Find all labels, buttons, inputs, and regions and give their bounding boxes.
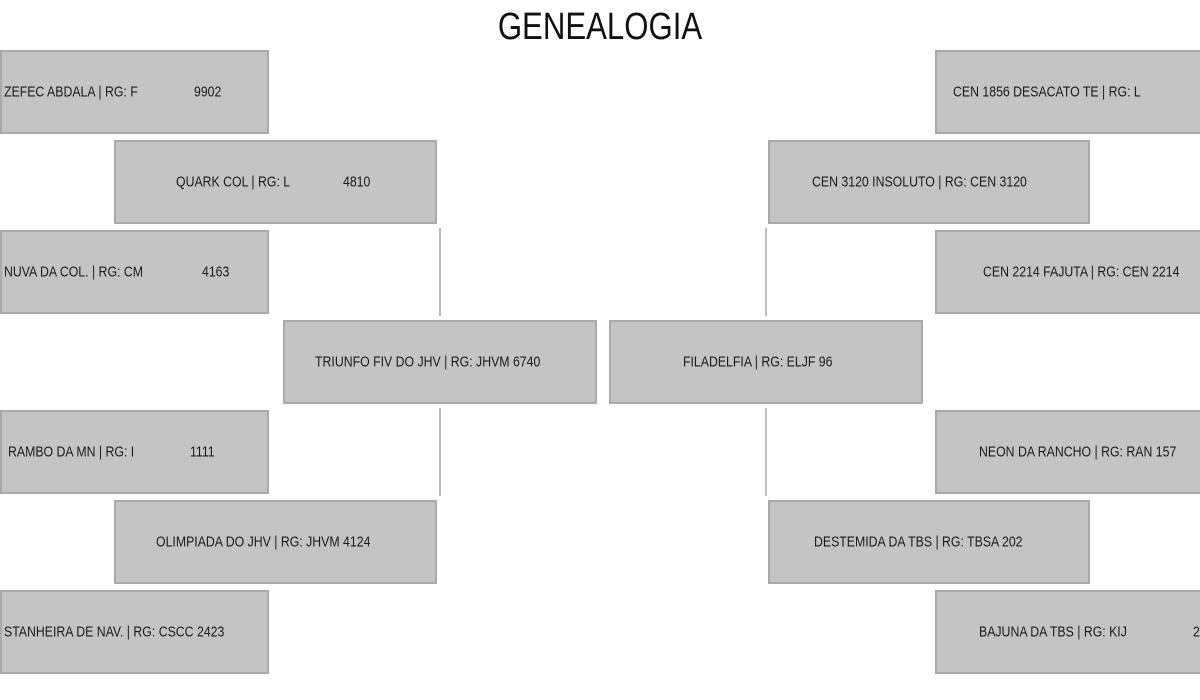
pedigree-box-maternal-grandsire-sire[interactable]: CEN 1856 DESACATO TE | RG: L — [935, 50, 1200, 134]
animal-name: NEON DA RANCHO | RG: RAN 157 — [979, 443, 1177, 461]
registration-number: 4810 — [343, 173, 371, 191]
pedigree-box-maternal-granddam[interactable]: DESTEMIDA DA TBS | RG: TBSA 202 — [768, 500, 1090, 584]
pedigree-box-maternal-grandsire-dam[interactable]: CEN 2214 FAJUTA | RG: CEN 2214 — [935, 230, 1200, 314]
connector-line — [765, 408, 767, 496]
animal-name: OLIMPIADA DO JHV | RG: JHVM 4124 — [156, 533, 371, 551]
pedigree-box-paternal-granddam-dam[interactable]: STANHEIRA DE NAV. | RG: CSCC 2423 — [0, 590, 269, 674]
animal-name: CEN 3120 INSOLUTO | RG: CEN 3120 — [812, 173, 1027, 191]
animal-name: QUARK COL | RG: L — [176, 173, 291, 191]
animal-name: CEN 1856 DESACATO TE | RG: L — [953, 83, 1141, 101]
animal-name: CEN 2214 FAJUTA | RG: CEN 2214 — [983, 263, 1180, 281]
animal-name: FILADELFIA | RG: ELJF 96 — [683, 353, 833, 371]
registration-number: 1111 — [190, 443, 215, 461]
pedigree-box-paternal-granddam[interactable]: OLIMPIADA DO JHV | RG: JHVM 4124 — [114, 500, 437, 584]
animal-name: ZEFEC ABDALA | RG: F — [4, 83, 138, 101]
registration-number: 2 — [1193, 623, 1200, 641]
animal-name: BAJUNA DA TBS | RG: KIJ — [979, 623, 1127, 641]
animal-name: RAMBO DA MN | RG: I — [8, 443, 135, 461]
animal-name: STANHEIRA DE NAV. | RG: CSCC 2423 — [4, 623, 225, 641]
animal-name: TRIUNFO FIV DO JHV | RG: JHVM 6740 — [315, 353, 541, 371]
pedigree-box-maternal-granddam-sire[interactable]: NEON DA RANCHO | RG: RAN 157 — [935, 410, 1200, 494]
animal-name: DESTEMIDA DA TBS | RG: TBSA 202 — [814, 533, 1023, 551]
connector-line — [765, 228, 767, 316]
pedigree-box-sire[interactable]: TRIUNFO FIV DO JHV | RG: JHVM 6740 — [283, 320, 597, 404]
connector-line — [439, 408, 441, 496]
registration-number: 4163 — [202, 263, 230, 281]
pedigree-box-paternal-grandsire-dam[interactable]: NUVA DA COL. | RG: CM 4163 — [0, 230, 269, 314]
registration-number: 9902 — [194, 83, 222, 101]
pedigree-box-paternal-grandsire-sire[interactable]: ZEFEC ABDALA | RG: F 9902 — [0, 50, 269, 134]
pedigree-box-dam[interactable]: FILADELFIA | RG: ELJF 96 — [609, 320, 923, 404]
pedigree-box-paternal-granddam-sire[interactable]: RAMBO DA MN | RG: I 1111 — [0, 410, 269, 494]
page-title: GENEALOGIA — [497, 6, 703, 48]
pedigree-box-maternal-grandsire[interactable]: CEN 3120 INSOLUTO | RG: CEN 3120 — [768, 140, 1090, 224]
animal-name: NUVA DA COL. | RG: CM — [4, 263, 143, 281]
pedigree-box-maternal-granddam-dam[interactable]: BAJUNA DA TBS | RG: KIJ 2 — [935, 590, 1200, 674]
pedigree-box-paternal-grandsire[interactable]: QUARK COL | RG: L 4810 — [114, 140, 437, 224]
connector-line — [439, 228, 441, 316]
